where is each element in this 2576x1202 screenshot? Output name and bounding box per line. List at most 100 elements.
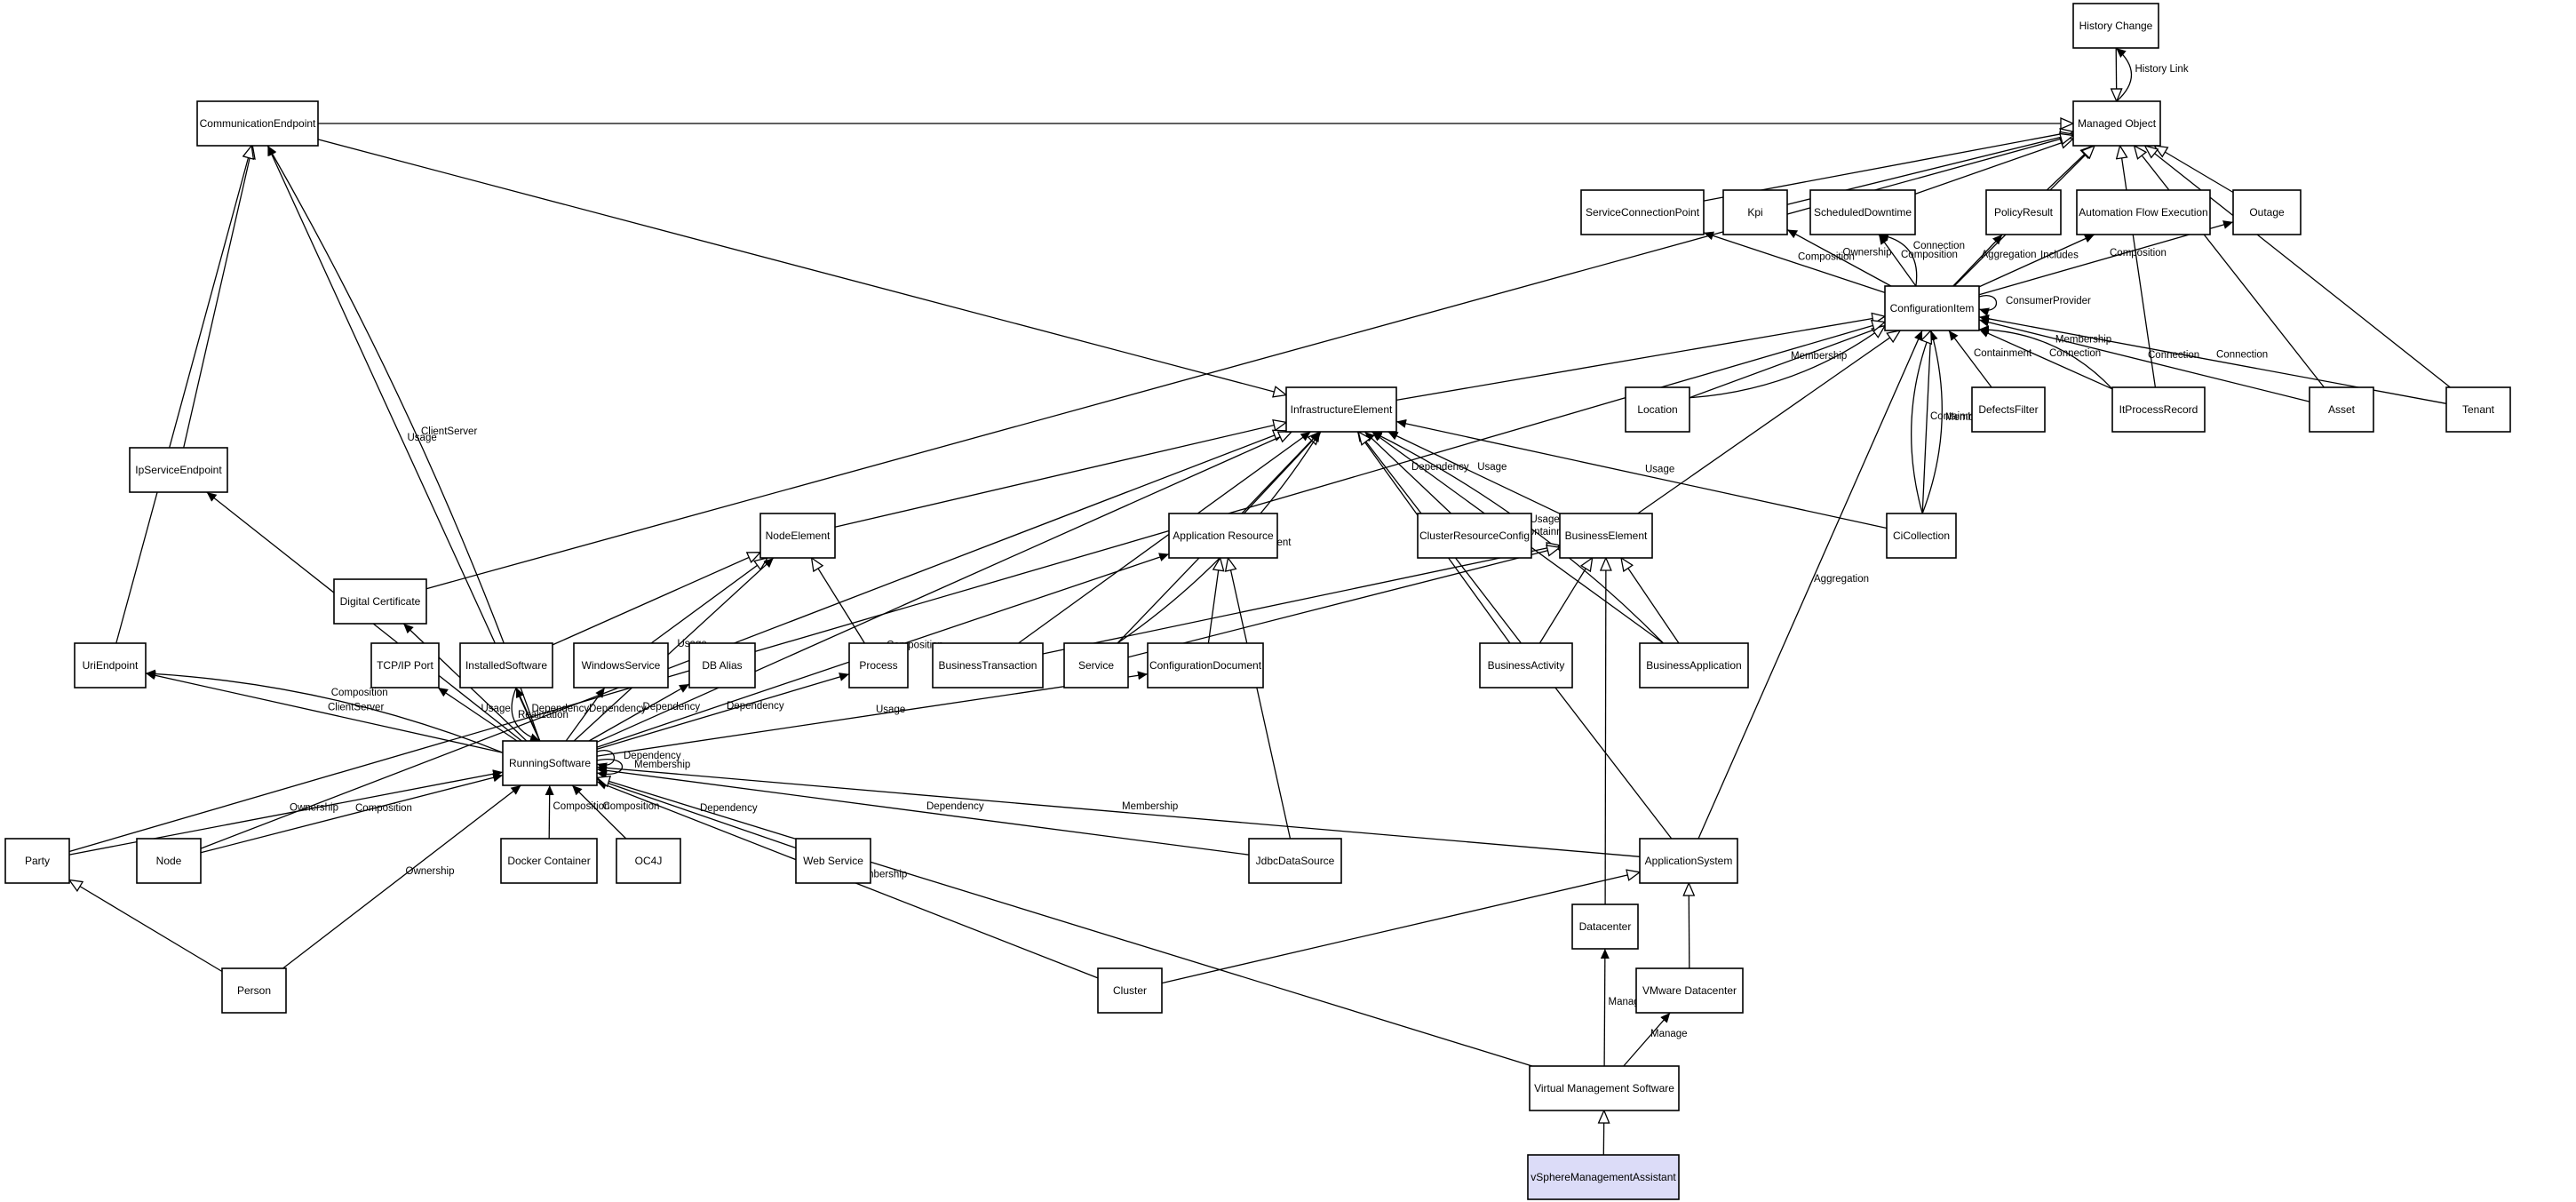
class-name: ClusterResourceConfig — [1419, 529, 1530, 542]
class-node-vmware-datacenter[interactable]: VMware Datacenter — [1635, 967, 1744, 1014]
class-node-business-element[interactable]: BusinessElement — [1559, 513, 1653, 559]
class-box — [136, 838, 202, 884]
class-node-db-alias[interactable]: DB Alias — [688, 642, 756, 689]
class-node-tenant[interactable]: Tenant — [2445, 386, 2511, 433]
class-name: InstalledSoftware — [465, 659, 547, 672]
class-node-business-application[interactable]: BusinessApplication — [1639, 642, 1749, 689]
class-box — [1625, 386, 1690, 433]
class-node-person[interactable]: Person — [221, 967, 287, 1014]
association-edge-person-to-running-software — [282, 784, 521, 969]
class-box — [370, 642, 440, 689]
class-node-business-activity[interactable]: BusinessActivity — [1479, 642, 1573, 689]
class-node-infrastructure-element[interactable]: InfrastructureElement — [1285, 386, 1397, 433]
class-box — [1809, 189, 1916, 235]
class-node-configuration-document[interactable]: ConfigurationDocument — [1147, 642, 1264, 689]
class-node-docker-container[interactable]: Docker Container — [500, 838, 598, 884]
class-node-party[interactable]: Party — [4, 838, 70, 884]
edge-label: Usage — [481, 704, 511, 714]
edge-label: Composition — [1901, 250, 1958, 260]
class-node-oc4j[interactable]: OC4J — [616, 838, 681, 884]
class-node-location[interactable]: Location — [1625, 386, 1690, 433]
inheritance-edge-tenant-to-managed-object — [2145, 146, 2451, 388]
inheritance-edge-asset-to-managed-object — [2135, 146, 2325, 388]
inheritance-edge-outage-to-managed-object — [2154, 146, 2234, 194]
association-edge-jdbc-data-source-to-running-software — [596, 766, 1250, 856]
class-node-application-resource[interactable]: Application Resource — [1168, 513, 1278, 559]
class-node-managed-object[interactable]: Managed Object — [2072, 100, 2161, 147]
class-node-business-transaction[interactable]: BusinessTransaction — [932, 642, 1044, 689]
class-name: Node — [156, 855, 182, 867]
class-name: Docker Container — [507, 855, 590, 867]
class-node-virtual-management-software[interactable]: Virtual Management Software — [1529, 1065, 1680, 1111]
edge-label: Connection — [2049, 348, 2101, 359]
class-node-policy-result[interactable]: PolicyResult — [1985, 189, 2062, 235]
edge-label: Composition — [355, 803, 412, 814]
edge-label: Realization — [518, 710, 568, 720]
class-node-node-element[interactable]: NodeElement — [759, 513, 836, 559]
class-node-process[interactable]: Process — [848, 642, 909, 689]
class-box — [221, 967, 287, 1014]
class-node-automation-flow-execution[interactable]: Automation Flow Execution — [2076, 189, 2211, 235]
class-node-outage[interactable]: Outage — [2232, 189, 2302, 235]
class-node-history-change[interactable]: History Change — [2072, 3, 2159, 49]
class-box — [1985, 189, 2062, 235]
class-node-service[interactable]: Service — [1063, 642, 1129, 689]
edge-label: Membership — [2055, 335, 2111, 346]
inheritance-edge-windows-service-to-node-element — [650, 558, 767, 644]
class-node-uri-endpoint[interactable]: UriEndpoint — [74, 642, 147, 689]
association-edge-party-to-running-software — [68, 769, 504, 856]
class-node-web-service[interactable]: Web Service — [795, 838, 871, 884]
class-node-configuration-item[interactable]: ConfigurationItem — [1884, 285, 1980, 331]
class-node-node[interactable]: Node — [136, 838, 202, 884]
class-box — [616, 838, 681, 884]
class-node-tcpip-port[interactable]: TCP/IP Port — [370, 642, 440, 689]
class-box — [333, 578, 427, 625]
class-node-vsphere-management-assistant[interactable]: vSphereManagementAssistant — [1527, 1154, 1680, 1200]
class-node-ci-collection[interactable]: CiCollection — [1886, 513, 1957, 559]
association-edge-running-software-to-uri-endpoint — [145, 669, 504, 753]
class-node-digital-certificate[interactable]: Digital Certificate — [333, 578, 427, 625]
edge-label: Composition — [1798, 252, 1855, 263]
class-name: BusinessElement — [1565, 529, 1648, 542]
class-box — [74, 642, 147, 689]
class-box — [2445, 386, 2511, 433]
association-edge-configuration-item-to-configuration-item — [1978, 295, 1998, 317]
class-node-datacenter[interactable]: Datacenter — [1571, 903, 1639, 950]
class-node-it-process-record[interactable]: ItProcessRecord — [2111, 386, 2206, 433]
class-name: OC4J — [635, 855, 663, 867]
class-node-jdbc-data-source[interactable]: JdbcDataSource — [1248, 838, 1342, 884]
class-name: Person — [237, 984, 271, 997]
class-name: BusinessApplication — [1646, 659, 1741, 672]
class-box — [795, 838, 871, 884]
class-node-communication-endpoint[interactable]: CommunicationEndpoint — [196, 100, 319, 147]
edge-label: Composition — [553, 801, 610, 812]
association-edge-running-software-to-db-alias — [588, 683, 690, 742]
association-edge-virtual-management-software-to-datacenter — [1600, 948, 1610, 1067]
class-node-kpi[interactable]: Kpi — [1722, 189, 1788, 235]
class-name: Automation Flow Execution — [2079, 206, 2207, 219]
class-node-windows-service[interactable]: WindowsService — [573, 642, 669, 689]
edge-label: Containment — [1974, 348, 2032, 359]
class-node-cluster-resource-config[interactable]: ClusterResourceConfig — [1417, 513, 1532, 559]
class-node-scheduled-downtime[interactable]: ScheduledDowntime — [1809, 189, 1916, 235]
class-node-running-software[interactable]: RunningSoftware — [502, 740, 598, 786]
class-box — [1097, 967, 1163, 1014]
class-name: IpServiceEndpoint — [135, 464, 222, 476]
class-node-application-system[interactable]: ApplicationSystem — [1639, 838, 1738, 884]
association-edge-business-transaction-to-infrastructure-element — [1018, 431, 1311, 644]
class-name: VMware Datacenter — [1642, 984, 1737, 997]
class-node-ip-service-endpoint[interactable]: IpServiceEndpoint — [129, 447, 228, 493]
class-node-cluster[interactable]: Cluster — [1097, 967, 1163, 1014]
class-node-asset[interactable]: Asset — [2309, 386, 2374, 433]
class-node-service-connection-point[interactable]: ServiceConnectionPoint — [1580, 189, 1705, 235]
class-node-installed-software[interactable]: InstalledSoftware — [459, 642, 553, 689]
association-edge-node-to-running-software — [200, 773, 504, 854]
class-node-defects-filter[interactable]: DefectsFilter — [1971, 386, 2046, 433]
inheritance-edge-policy-result-to-managed-object — [2046, 146, 2094, 191]
association-edge-running-software-to-windows-service — [565, 687, 606, 742]
class-name: Process — [859, 659, 897, 672]
edge-label: Dependency — [926, 801, 984, 812]
association-edge-configuration-item-to-scheduled-downtime — [1878, 234, 1917, 287]
inheritance-edge-business-element-to-configuration-item — [1637, 330, 1900, 514]
